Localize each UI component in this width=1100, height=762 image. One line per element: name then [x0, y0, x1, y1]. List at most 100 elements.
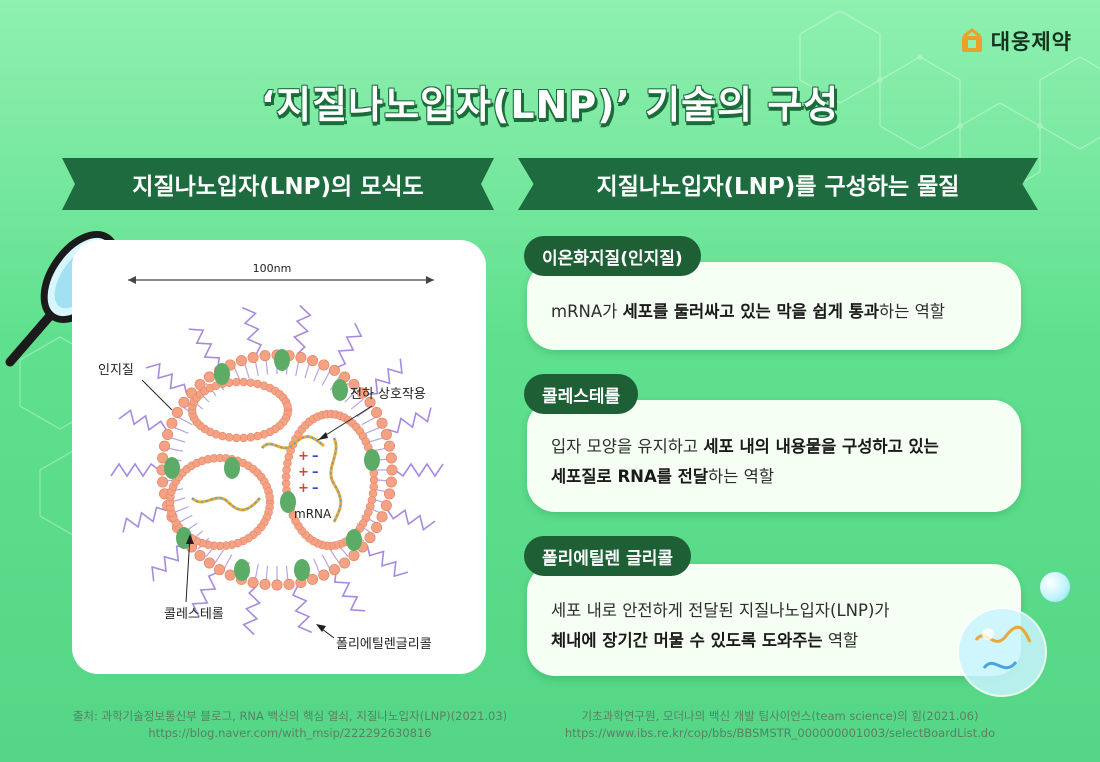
- cholesterol: [274, 349, 290, 371]
- lipid-head: [247, 352, 259, 364]
- lipid-head: [203, 557, 215, 569]
- peg-chain: [241, 306, 263, 355]
- lipid-tail: [233, 366, 241, 382]
- source-right-text: 기초과학연구원, 모더나의 백신 개발 팀사이언스(team science)의…: [581, 709, 979, 723]
- source-left-url: https://blog.naver.com/with_msip/2222926…: [148, 726, 432, 740]
- cholesterol-molecules: [164, 349, 380, 581]
- lipid-head: [307, 355, 319, 367]
- mrna-strand: [191, 497, 261, 511]
- lipid-head: [348, 379, 360, 391]
- component-card-ionizable-lipid: mRNA가 세포를 둘러싸고 있는 막을 쉽게 통과하는 역할: [527, 262, 1021, 350]
- inner-lipid-head: [239, 377, 248, 387]
- lipid-tail: [265, 565, 269, 582]
- lipid-head: [259, 578, 271, 590]
- lipid-head: [385, 476, 397, 488]
- rna-bubble-icon: [957, 607, 1047, 697]
- peg-chain: [188, 328, 221, 368]
- source-right-url: https://www.ibs.re.kr/cop/bbs/BBSMSTR_00…: [564, 726, 996, 740]
- lipid-head: [271, 579, 283, 591]
- lipid-tail: [254, 360, 259, 376]
- lipid-tail: [313, 558, 321, 574]
- peg-chain: [333, 572, 366, 612]
- svg-text:–: –: [312, 449, 319, 464]
- component-card-cholesterol: 입자 모양을 유지하고 세포 내의 내용물을 구성하고 있는 세포질로 RNA를…: [527, 400, 1021, 512]
- mrna-strand: [261, 435, 325, 449]
- lipid-tail: [177, 514, 193, 524]
- inner-lipid-head: [246, 433, 255, 442]
- lipid-head: [383, 440, 395, 452]
- lipid-head: [259, 350, 271, 362]
- label-cholesterol: 콜레스테롤: [164, 607, 224, 622]
- label-mrna: mRNA: [294, 507, 332, 521]
- lipid-tail: [365, 426, 381, 434]
- lipid-tail: [356, 407, 371, 418]
- component-desc-line: mRNA가 세포를 둘러싸고 있는 막을 쉽게 통과하는 역할: [551, 302, 945, 321]
- lipid-head: [348, 549, 360, 561]
- lipid-head: [318, 569, 330, 581]
- lipid-head: [386, 464, 398, 476]
- cholesterol: [224, 457, 240, 479]
- lipid-head: [328, 564, 340, 576]
- lipid-head: [162, 428, 174, 440]
- lipid-head: [166, 417, 178, 429]
- lipid-tail: [214, 549, 225, 564]
- label-lipid: 인지질: [98, 363, 134, 378]
- lipid-head: [356, 387, 368, 399]
- lipid-tail: [173, 426, 189, 434]
- cholesterol: [280, 491, 296, 513]
- svg-text:+: +: [298, 481, 309, 496]
- page-title: ‘지질나노입자(LNP)’ 기술의 구성: [260, 83, 840, 127]
- lipid-tail: [167, 447, 183, 452]
- component-desc-line: 입자 모양을 유지하고 세포 내의 내용물을 구성하고 있는: [551, 437, 939, 456]
- lipid-tail: [350, 398, 364, 410]
- peg-chains: [110, 304, 444, 636]
- lipid-head: [235, 355, 247, 367]
- mrna-strand: [330, 437, 342, 523]
- svg-text:–: –: [312, 481, 319, 496]
- lipid-tail: [177, 416, 193, 426]
- lipid-head: [203, 371, 215, 383]
- lipid-head: [328, 364, 340, 376]
- lipid-head: [364, 532, 376, 544]
- lnp-diagram: 100nm +– +– +– 인지질 전하 상호작용 mRNA 콜레스테롤 폴리…: [98, 262, 444, 652]
- lipid-head: [307, 573, 319, 585]
- brand-logo: 대웅제약: [959, 26, 1072, 56]
- svg-text:–: –: [312, 465, 319, 480]
- lipid-tail: [285, 565, 289, 582]
- svg-text:+: +: [298, 465, 309, 480]
- peg-chain: [335, 322, 363, 369]
- lipid-head: [380, 500, 392, 512]
- component-desc-line: 세포 내로 안전하게 전달된 지질나노입자(LNP)가: [551, 601, 890, 620]
- cholesterol: [294, 559, 310, 581]
- peg-chain: [122, 506, 167, 533]
- lipid-head: [371, 407, 383, 419]
- lipid-tail: [173, 506, 189, 514]
- peg-chain: [118, 408, 167, 432]
- lipid-head: [224, 569, 236, 581]
- label-charge: 전하 상호작용: [350, 387, 426, 402]
- lipid-tail: [169, 436, 186, 443]
- lipid-tail: [313, 366, 321, 382]
- source-right: 기초과학연구원, 모더나의 백신 개발 팀사이언스(team science)의…: [520, 708, 1040, 742]
- inner-lipid-head: [232, 377, 241, 387]
- lipid-head: [295, 352, 307, 364]
- inner-lipid-head: [239, 433, 248, 443]
- lipid-head: [157, 476, 169, 488]
- lipid-head: [383, 488, 395, 500]
- lipid-tail: [223, 554, 233, 570]
- peg-chain: [366, 545, 409, 578]
- component-desc-line: 체내에 장기간 머물 수 있도록 도와주는 역할: [551, 631, 859, 650]
- peg-chain: [151, 545, 187, 582]
- peg-chain: [110, 462, 160, 478]
- mrna-strand: [329, 437, 343, 523]
- lipid-tail: [361, 416, 377, 426]
- peg-chain: [291, 585, 313, 634]
- cholesterol: [164, 457, 180, 479]
- peg-chain: [367, 358, 403, 395]
- lipid-head: [178, 396, 190, 408]
- lipid-head: [380, 428, 392, 440]
- component-name-ionizable-lipid: 이온화지질(인지질): [524, 236, 701, 276]
- peg-chain: [242, 585, 262, 636]
- lipid-head: [159, 440, 171, 452]
- peg-chain: [292, 304, 312, 355]
